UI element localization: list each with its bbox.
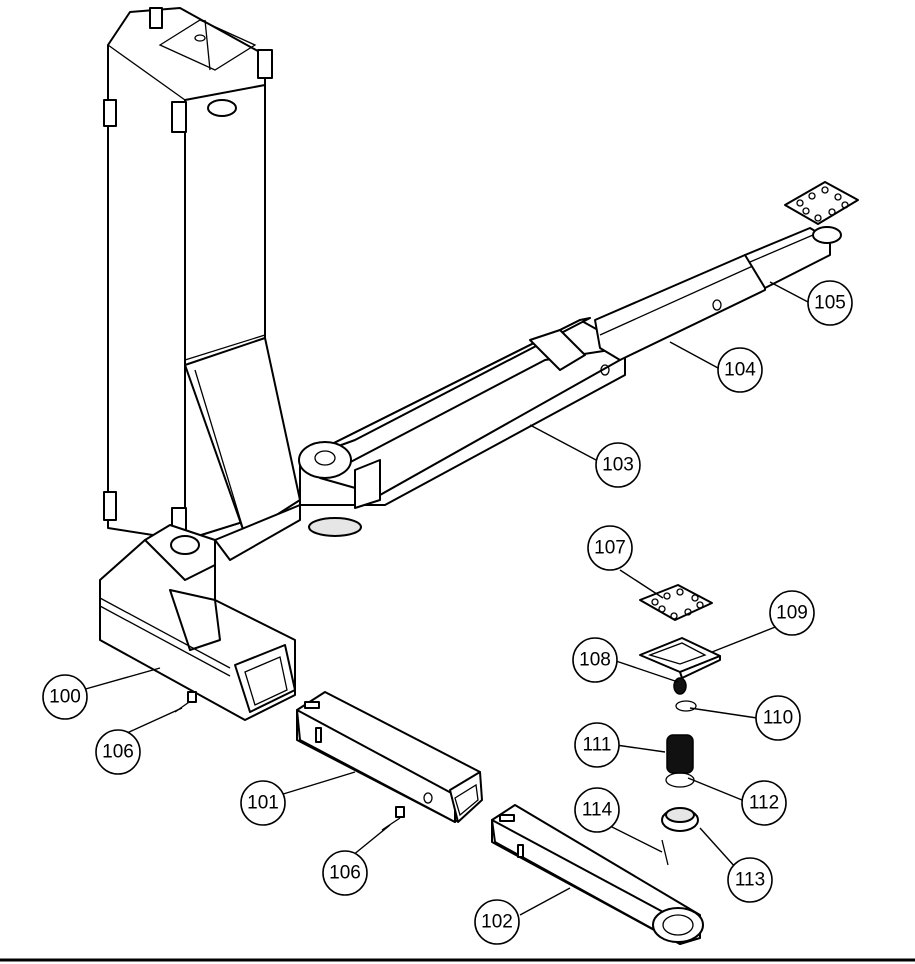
callout-100: 100 <box>42 674 88 720</box>
callout-110-label: 110 <box>763 708 793 729</box>
callout-103-label: 103 <box>602 455 634 476</box>
lift-column <box>103 7 301 541</box>
base-carriage <box>99 504 301 721</box>
callout-104-label: 104 <box>724 360 756 381</box>
callout-103: 103 <box>595 442 641 488</box>
callout-105: 105 <box>807 280 853 326</box>
callout-108-label: 108 <box>579 650 611 671</box>
callout-106-lower: 106 <box>322 850 368 896</box>
pad-assembly-parts <box>639 584 721 866</box>
callout-107-label: 107 <box>594 538 626 559</box>
callout-111: 111 <box>574 722 620 768</box>
callout-113-label: 113 <box>735 870 765 891</box>
callout-106-upper: 106 <box>95 729 141 775</box>
callout-102-label: 102 <box>481 912 513 933</box>
screw-106b <box>381 806 405 831</box>
callout-102: 102 <box>474 899 520 945</box>
callout-114-label: 114 <box>582 800 613 821</box>
callout-109-label: 109 <box>776 603 808 624</box>
callout-114: 114 <box>574 787 620 833</box>
arm-extension-101 <box>296 691 483 823</box>
telescoping-arm <box>298 181 859 537</box>
callout-109: 109 <box>769 590 815 636</box>
callout-105-label: 105 <box>814 293 846 314</box>
callout-104: 104 <box>717 347 763 393</box>
callout-110: 110 <box>755 695 801 741</box>
callout-108: 108 <box>572 637 618 683</box>
callout-107: 107 <box>587 525 633 571</box>
callout-106-upper-label: 106 <box>102 742 134 763</box>
callout-101: 101 <box>240 780 286 826</box>
callout-111-label: 111 <box>583 735 612 756</box>
arm-extension-102 <box>491 804 704 945</box>
callout-101-label: 101 <box>247 793 279 814</box>
callout-106-lower-label: 106 <box>329 863 361 884</box>
callout-100-label: 100 <box>49 687 81 708</box>
callout-112: 112 <box>741 780 787 826</box>
callout-113: 113 <box>727 857 773 903</box>
callout-112-label: 112 <box>749 793 779 814</box>
